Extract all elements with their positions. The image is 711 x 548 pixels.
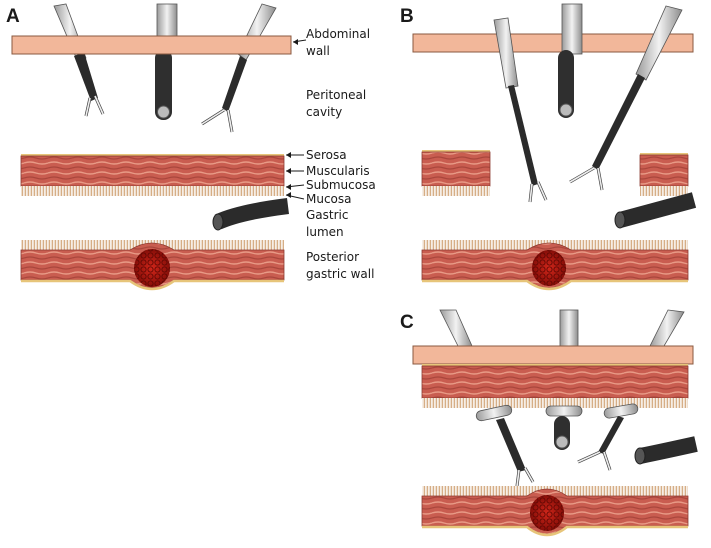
trocar-center-a (155, 3, 178, 120)
label-posterior-gastric-wall: Posterior gastric wall (306, 250, 374, 281)
grasper-left-a (53, 3, 105, 117)
intragastric-port-left-c (475, 404, 535, 487)
posterior-gastric-wall-a (20, 240, 285, 291)
svg-text:Muscularis: Muscularis (306, 164, 370, 178)
panel-letter-c: C (400, 312, 414, 333)
grasper-right-a (201, 3, 277, 133)
grasper-left-b (493, 17, 548, 203)
label-serosa: Serosa (286, 148, 347, 162)
intragastric-port-right-c (577, 403, 639, 471)
svg-text:wall: wall (306, 44, 330, 58)
intragastric-port-center-c (545, 405, 583, 450)
svg-text:gastric wall: gastric wall (306, 267, 374, 281)
anterior-gastric-wall-c (421, 364, 689, 408)
endoscope-a (214, 198, 289, 230)
svg-text:Submucosa: Submucosa (306, 178, 376, 192)
label-peritoneal-cavity: Peritoneal cavity (306, 88, 366, 119)
anterior-gastric-wall-a (20, 154, 285, 196)
label-abdominal-wall: Abdominal wall (292, 27, 370, 58)
endoscope-b (617, 192, 697, 228)
abdominal-wall-c (412, 345, 694, 365)
label-mucosa: Mucosa (285, 192, 352, 206)
posterior-gastric-wall-c (421, 486, 689, 537)
svg-text:lumen: lumen (306, 225, 344, 239)
abdominal-wall-a (11, 35, 292, 55)
grasper-right-b (569, 5, 683, 191)
trocar-shafts-c (439, 309, 685, 347)
svg-text:Posterior: Posterior (306, 250, 359, 264)
anterior-wall-fragment-right-b (639, 153, 689, 196)
svg-text:Serosa: Serosa (306, 148, 347, 162)
svg-text:Gastric: Gastric (306, 208, 348, 222)
anterior-wall-fragment-left-b (421, 150, 491, 196)
panel-letter-b: B (400, 6, 414, 27)
svg-text:Mucosa: Mucosa (306, 192, 352, 206)
posterior-gastric-wall-b (421, 240, 689, 291)
panel-letter-a: A (6, 6, 20, 27)
label-submucosa: Submucosa (285, 178, 376, 192)
svg-text:Abdominal: Abdominal (306, 27, 370, 41)
trocar-center-b (558, 3, 583, 118)
label-muscularis: Muscularis (286, 164, 370, 178)
abdominal-wall-b (412, 33, 694, 53)
label-gastric-lumen: Gastric lumen (306, 208, 348, 239)
endoscope-c (638, 436, 698, 464)
svg-text:Peritoneal: Peritoneal (306, 88, 366, 102)
svg-text:cavity: cavity (306, 105, 342, 119)
